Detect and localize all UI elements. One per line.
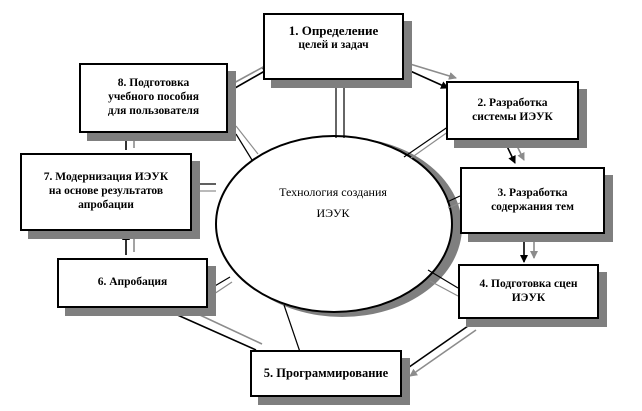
node-1-define-goals: 1. Определение целей и задач bbox=[263, 13, 404, 80]
connector-6 bbox=[207, 276, 231, 291]
radial-connectors bbox=[190, 80, 461, 353]
arrow-4-5-gray bbox=[409, 329, 477, 377]
cycle-arrows-gray bbox=[130, 59, 538, 377]
node-5-line1: 5. Программирование bbox=[263, 366, 389, 380]
arrow-1-2 bbox=[407, 69, 449, 89]
connector-4 bbox=[427, 269, 459, 289]
node-6-testing: 6. Апробация bbox=[57, 258, 208, 308]
node-7-line3: апробации bbox=[78, 198, 134, 211]
node-8-manual-prep: 8. Подготовка учебного пособия для польз… bbox=[79, 63, 228, 133]
arrow-2-3-gray bbox=[513, 139, 525, 161]
node-3-line2: содержания тем bbox=[491, 200, 574, 213]
arrow-5-6 bbox=[163, 308, 257, 351]
node-3-content-design: 3. Разработка содержания тем bbox=[460, 167, 605, 234]
node-6-line1: 6. Апробация bbox=[97, 276, 168, 289]
node-1-line1: 1. Определение bbox=[288, 23, 379, 38]
arrow-2-3 bbox=[504, 141, 516, 164]
node-8-line1: 8. Подготовка bbox=[117, 77, 190, 90]
connector-3-gray bbox=[447, 202, 461, 209]
node-2-system-design: 2. Разработка системы ИЭУК bbox=[446, 81, 579, 140]
node-8-line3: для пользователя bbox=[107, 104, 200, 117]
connector-8-gray bbox=[235, 125, 259, 155]
node-4-line1: 4. Подготовка сцен bbox=[479, 277, 578, 290]
node-2-line1: 2. Разработка bbox=[477, 96, 548, 109]
arrow-4-5 bbox=[401, 325, 469, 373]
node-1-line2: целей и задач bbox=[298, 38, 369, 51]
node-2-line2: системы ИЭУК bbox=[472, 110, 553, 123]
connector-4-gray bbox=[429, 280, 459, 297]
center-title-line2: ИЭУК bbox=[316, 206, 350, 220]
node-4-scene-prep: 4. Подготовка сцен ИЭУК bbox=[458, 264, 599, 319]
connector-3 bbox=[446, 195, 461, 203]
connector-8 bbox=[235, 133, 253, 161]
connector-5 bbox=[283, 304, 301, 353]
arrow-1-2-gray bbox=[409, 63, 457, 80]
node-7-modernization: 7. Модернизация ИЭУК на основе результат… bbox=[20, 153, 192, 231]
arrow-5-6-gray bbox=[171, 301, 263, 345]
node-7-line1: 7. Модернизация ИЭУК bbox=[43, 171, 169, 184]
node-8-line2: учебного пособия bbox=[108, 91, 199, 104]
node-5-programming: 5. Программирование bbox=[250, 350, 402, 397]
center-title-line1: Технология создания bbox=[279, 185, 387, 199]
connector-6-gray bbox=[207, 281, 233, 299]
node-4-line2: ИЭУК bbox=[511, 291, 546, 304]
node-3-line1: 3. Разработка bbox=[497, 186, 568, 199]
center-ellipse bbox=[215, 135, 453, 313]
node-7-line2: на основе результатов bbox=[48, 185, 164, 198]
